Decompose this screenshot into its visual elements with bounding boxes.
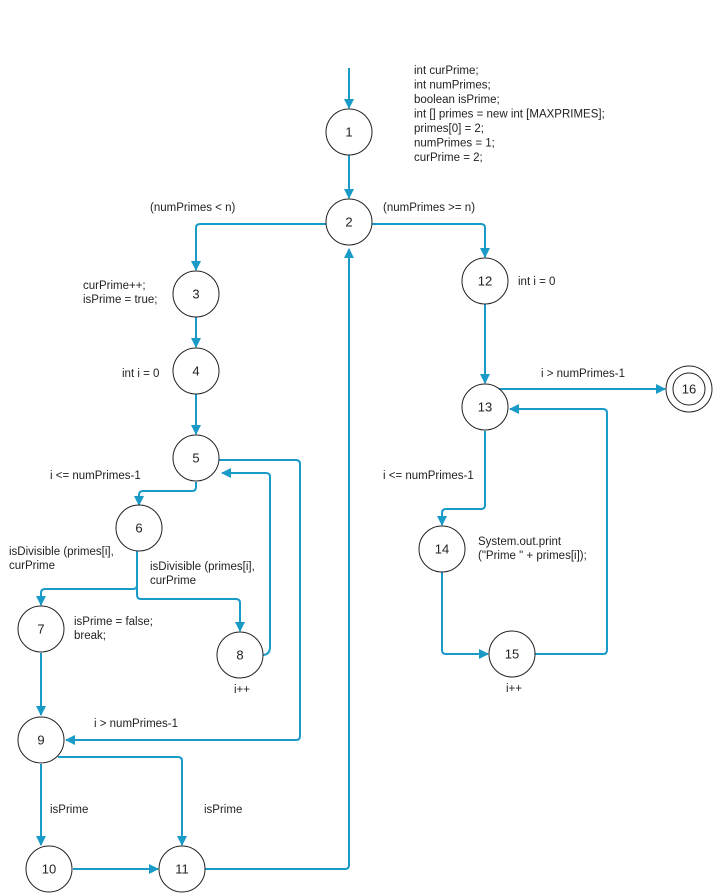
node-16: 16 <box>665 365 713 413</box>
node-15-label: 15 <box>505 647 519 662</box>
node-14-circle <box>418 525 466 573</box>
edge-label-2-3: (numPrimes < n) <box>150 202 235 214</box>
node-7: 7 <box>17 605 65 653</box>
node-11-circle <box>158 845 206 893</box>
node-11: 11 <box>158 845 206 893</box>
node-2-label: 2 <box>345 215 352 230</box>
node-6: 6 <box>115 504 163 552</box>
node-8-code: i++ <box>234 684 250 696</box>
edge-label-5-9: i > numPrimes-1 <box>94 718 178 730</box>
node-2: 2 <box>325 198 373 246</box>
node-12-label: 12 <box>478 274 492 289</box>
node-15-code: i++ <box>506 683 522 695</box>
node-15: 15 <box>488 630 536 678</box>
edge-label-5-6: i <= numPrimes-1 <box>50 470 141 482</box>
edge-2-3 <box>191 223 326 271</box>
edge-5-6 <box>134 482 197 506</box>
node-10-label: 10 <box>42 862 56 877</box>
node-15-circle <box>488 630 536 678</box>
node-10: 10 <box>25 845 73 893</box>
node-4-circle <box>172 347 220 395</box>
edge-label-13-16: i > numPrimes-1 <box>541 368 625 380</box>
node-4-code: int i = 0 <box>122 368 159 380</box>
node-1-label: 1 <box>345 125 352 140</box>
edge-label-2-12: (numPrimes >= n) <box>383 202 475 214</box>
edge-label-13-14: i <= numPrimes-1 <box>383 470 474 482</box>
node-12: 12 <box>461 257 509 305</box>
node-8: 8 <box>216 631 264 679</box>
node-5-circle <box>172 434 220 482</box>
edge-9-11 <box>58 756 187 846</box>
node-13-circle <box>461 383 509 431</box>
edge-13-14 <box>437 431 486 526</box>
node-3-label: 3 <box>192 287 199 302</box>
node-7-label: 7 <box>37 622 44 637</box>
node-5-label: 5 <box>192 451 199 466</box>
edge-label-9-10: isPrime <box>50 804 88 816</box>
node-3: 3 <box>172 270 220 318</box>
node-10-circle <box>25 845 73 893</box>
node-9-circle <box>17 716 65 764</box>
node-16-label: 16 <box>682 382 696 397</box>
node-5: 5 <box>172 434 220 482</box>
edge-14-15 <box>441 572 489 659</box>
node-7-code: isPrime = false;break; <box>74 616 153 642</box>
node-14-label: 14 <box>435 542 449 557</box>
node-3-circle <box>172 270 220 318</box>
edge-2-12 <box>372 223 490 258</box>
node-9: 9 <box>17 716 65 764</box>
node-8-circle <box>216 631 264 679</box>
node-8-label: 8 <box>236 648 243 663</box>
node-13: 13 <box>461 383 509 431</box>
edge-5-9 <box>65 459 301 745</box>
node-14: 14 <box>418 525 466 573</box>
node-13-label: 13 <box>478 400 492 415</box>
node-6-label: 6 <box>135 521 142 536</box>
node-6-circle <box>115 504 163 552</box>
edge-label-6-7: isDivisible (primes[i],curPrime <box>9 546 114 572</box>
node-12-code: int i = 0 <box>518 276 555 288</box>
node-1-circle <box>325 108 373 156</box>
edge-label-9-11: isPrime <box>204 804 242 816</box>
node-4: 4 <box>172 347 220 395</box>
node-4-label: 4 <box>192 364 199 379</box>
edge-label-6-8: isDivisible (primes[i],curPrime <box>150 561 255 587</box>
node-14-code: System.out.print("Prime " + primes[i]); <box>478 536 587 562</box>
node-3-code: curPrime++;isPrime = true; <box>83 280 157 306</box>
node-16-inner-circle <box>672 372 706 406</box>
node-9-label: 9 <box>37 733 44 748</box>
node-12-circle <box>461 257 509 305</box>
edge-11-2 <box>205 248 354 870</box>
node-1: 1 <box>325 108 373 156</box>
node-2-circle <box>325 198 373 246</box>
node-1-code: int curPrime;int numPrimes;boolean isPri… <box>414 65 605 164</box>
edge-6-8 <box>136 548 245 632</box>
edge-15-13 <box>509 404 608 655</box>
edge-8-5 <box>221 468 271 656</box>
node-11-label: 11 <box>175 862 189 877</box>
node-7-circle <box>17 605 65 653</box>
